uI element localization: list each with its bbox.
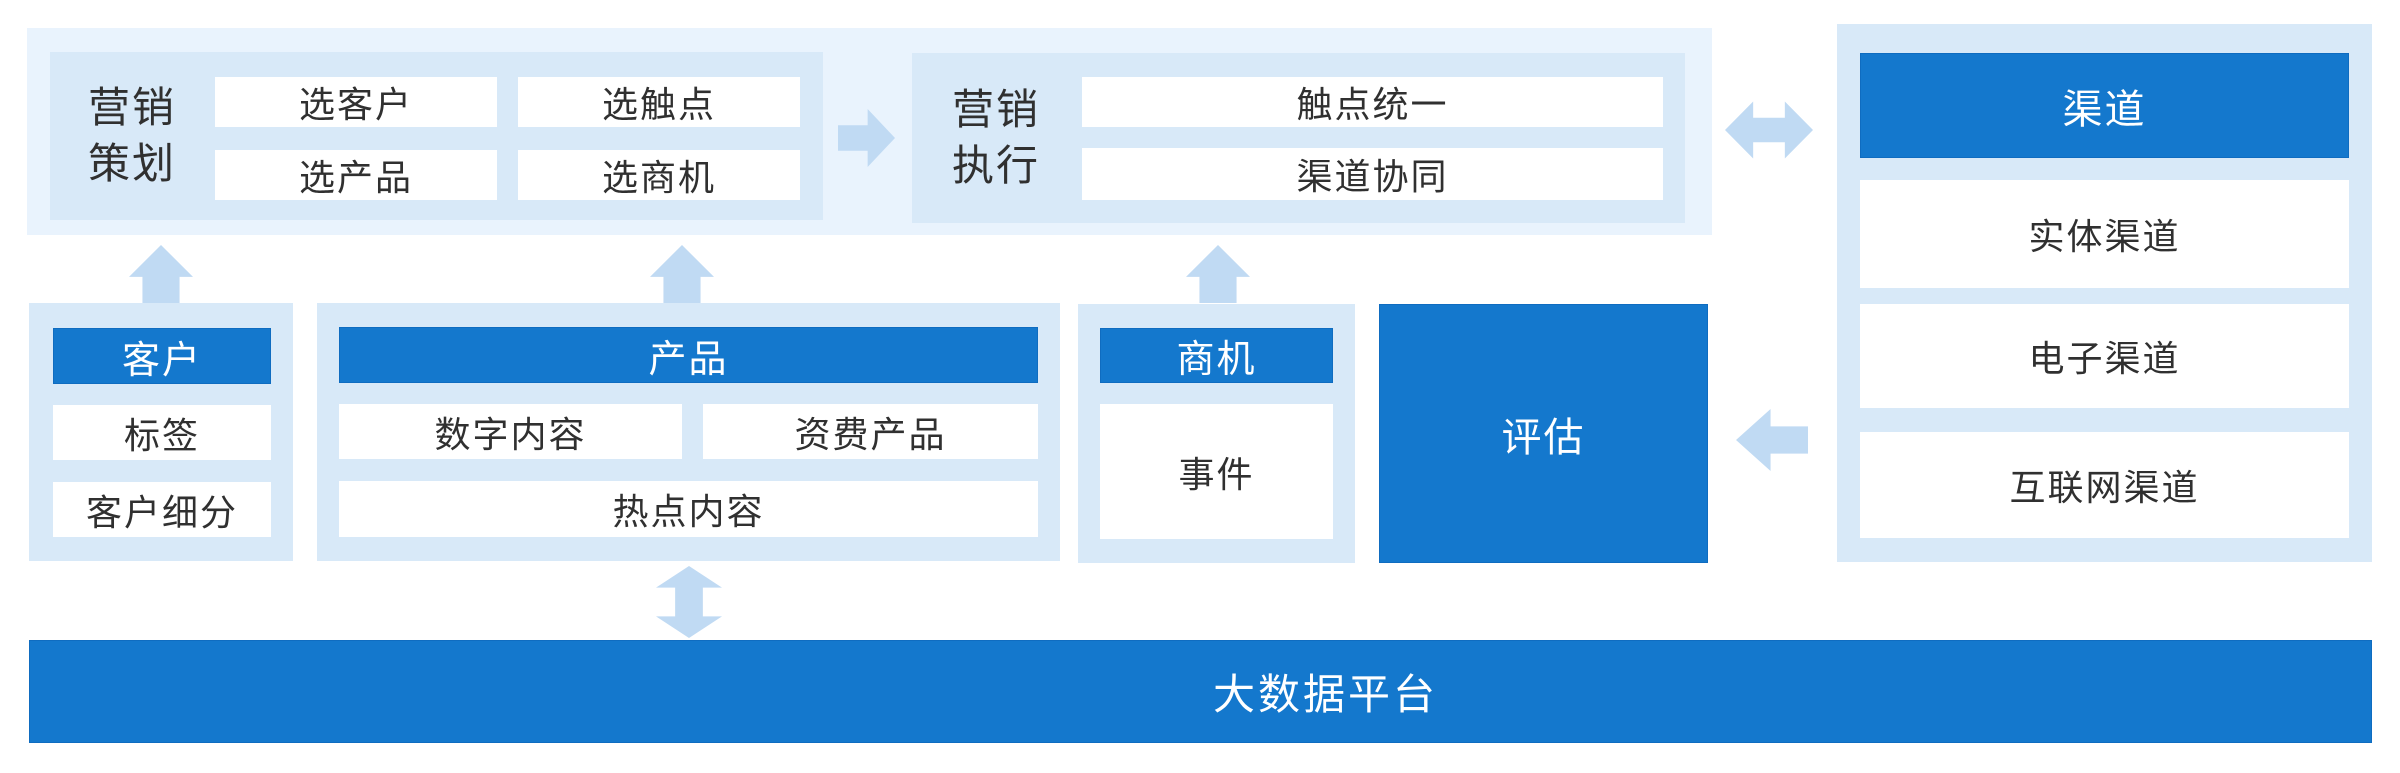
channel-coordination-box: 渠道协同 bbox=[1082, 148, 1663, 200]
marketing-execution-title-line1: 营销 bbox=[952, 86, 1041, 134]
double-horizontal-arrow-icon bbox=[1725, 101, 1813, 159]
event-box: 事件 bbox=[1100, 404, 1333, 539]
marketing-execution-title-line2: 执行 bbox=[952, 142, 1041, 189]
marketing-planning-title-line2: 策划 bbox=[88, 140, 177, 187]
tags-box: 标签 bbox=[53, 405, 271, 460]
product-up-arrow-icon bbox=[650, 245, 714, 303]
electronic-channel-box: 电子渠道 bbox=[1860, 304, 2349, 408]
select-touchpoint-box: 选触点 bbox=[518, 77, 800, 127]
digital-content-box: 数字内容 bbox=[339, 404, 682, 459]
customer-up-arrow-icon bbox=[129, 245, 193, 303]
big-data-platform-bar: 大数据平台 bbox=[29, 640, 2372, 743]
select-customer-box: 选客户 bbox=[215, 77, 497, 127]
opportunity-up-arrow-icon bbox=[1186, 245, 1250, 303]
double-vertical-arrow-icon bbox=[656, 566, 722, 638]
channel-header: 渠道 bbox=[1860, 53, 2349, 158]
touchpoint-unification-box: 触点统一 bbox=[1082, 77, 1663, 127]
marketing-planning-title-line1: 营销 bbox=[88, 84, 177, 132]
opportunity-header: 商机 bbox=[1100, 328, 1333, 383]
evaluation-box: 评估 bbox=[1379, 304, 1708, 563]
hot-content-box: 热点内容 bbox=[339, 481, 1038, 537]
select-product-box: 选产品 bbox=[215, 150, 497, 200]
tariff-product-box: 资费产品 bbox=[703, 404, 1038, 459]
physical-channel-box: 实体渠道 bbox=[1860, 180, 2349, 288]
select-opportunity-box: 选商机 bbox=[518, 150, 800, 200]
marketing-planning-title: 营销 策划 bbox=[88, 52, 198, 220]
customer-segmentation-box: 客户细分 bbox=[53, 482, 271, 537]
marketing-execution-title: 营销 执行 bbox=[952, 53, 1062, 223]
customer-header: 客户 bbox=[53, 328, 271, 384]
product-header: 产品 bbox=[339, 327, 1038, 383]
internet-channel-box: 互联网渠道 bbox=[1860, 432, 2349, 538]
left-arrow-icon bbox=[1736, 409, 1808, 471]
